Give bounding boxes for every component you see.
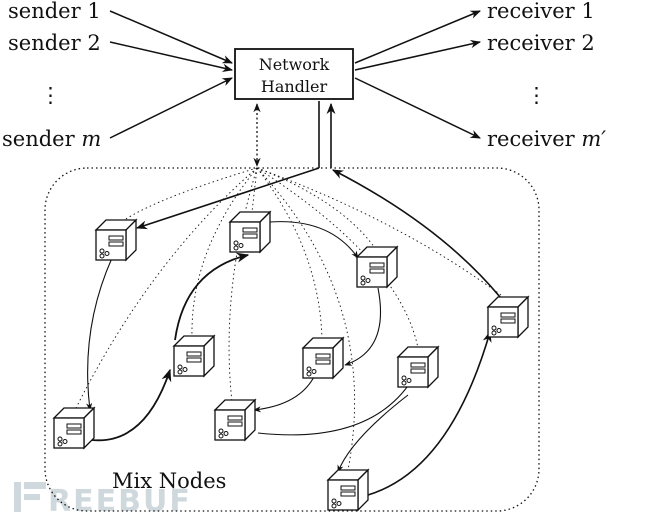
sender-arrow <box>109 77 233 139</box>
route-arrow <box>344 287 382 366</box>
receiver-label: receiver 1 <box>487 0 595 23</box>
mix-nodes <box>53 211 529 511</box>
server-icon <box>302 337 344 379</box>
receiver-label: receiver 2 <box>487 31 595 55</box>
sender-arrows <box>109 10 234 139</box>
watermark-logo-bar <box>14 482 21 512</box>
fan-link <box>228 167 258 403</box>
sender-label: sender m <box>2 127 101 151</box>
server-icon <box>173 335 215 377</box>
network-handler-box <box>234 48 354 100</box>
network-handler-line2: Handler <box>261 77 328 96</box>
server-icon <box>487 296 529 338</box>
fan-link <box>251 167 258 213</box>
mix-nodes-label: Mix Nodes <box>112 469 226 493</box>
route-arrow <box>86 257 113 411</box>
server-icon <box>397 346 439 388</box>
route-arrow <box>253 374 316 413</box>
route-arrow <box>257 379 413 436</box>
receiver-arrow <box>354 10 481 64</box>
receiver-arrows <box>354 10 482 139</box>
fan-link <box>191 167 258 339</box>
receiver-label: receiver m′ <box>487 127 606 151</box>
route-arrow <box>269 221 359 259</box>
fan-link <box>74 167 258 411</box>
fan-link <box>256 167 323 341</box>
server-icon <box>53 407 95 449</box>
route-arrow <box>174 252 250 341</box>
fan-link <box>256 167 376 249</box>
sender-label: sender 2 <box>8 31 101 55</box>
server-icon <box>214 399 256 441</box>
route-arrow <box>367 330 492 496</box>
watermark: REEBUF <box>14 482 192 519</box>
mix-routes <box>86 167 501 496</box>
network-handler-line1: Network <box>259 55 330 74</box>
receiver-arrow <box>354 77 481 139</box>
fan-link <box>256 167 356 471</box>
receivers: receiver 1 receiver 2 ⋮ receiver m′ <box>487 0 606 151</box>
sender-arrow <box>109 10 233 64</box>
route-arrow <box>332 169 501 298</box>
route-arrow <box>91 368 172 442</box>
watermark-logo-bar <box>24 494 40 500</box>
server-icon <box>229 211 271 253</box>
server-icon <box>356 246 398 288</box>
sender-label: sender 1 <box>8 0 101 23</box>
sender-ellipsis: ⋮ <box>40 83 61 107</box>
senders: sender 1 sender 2 ⋮ sender m <box>2 0 101 151</box>
route-arrow <box>135 167 320 230</box>
watermark-logo-bar <box>24 482 46 489</box>
server-icon <box>95 219 137 261</box>
server-icon <box>327 469 369 511</box>
route-arrow <box>337 394 409 473</box>
receiver-arrow <box>354 39 482 71</box>
watermark-text: REEBUF <box>48 484 192 519</box>
receiver-ellipsis: ⋮ <box>526 83 547 107</box>
sender-arrow <box>109 41 234 72</box>
network-handler: Network Handler <box>234 48 354 100</box>
